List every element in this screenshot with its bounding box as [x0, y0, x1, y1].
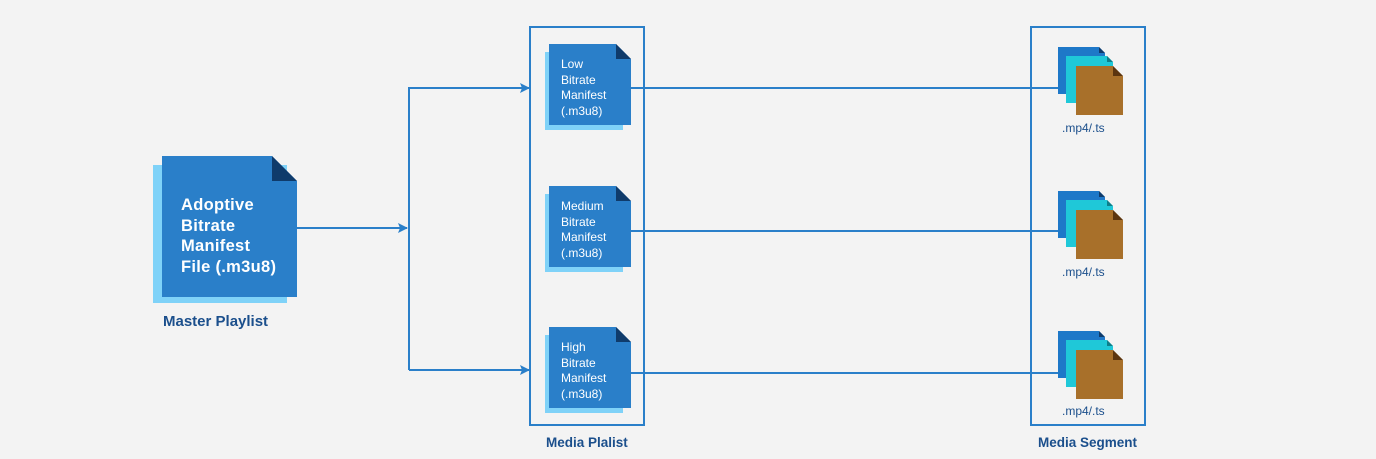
segment-label-2: .mp4/.ts	[1062, 265, 1105, 279]
connector-lines	[297, 83, 1058, 375]
segment-stack-3	[1058, 331, 1123, 399]
media-playlist-caption: Media Plalist	[546, 435, 628, 450]
media-segment-frame	[1030, 26, 1146, 426]
fold-corner-icon	[616, 44, 631, 59]
media-doc-high-label: High Bitrate Manifest (.m3u8)	[561, 340, 607, 401]
media-doc-low-label: Low Bitrate Manifest (.m3u8)	[561, 57, 607, 118]
segment-label-3: .mp4/.ts	[1062, 404, 1105, 418]
media-doc-high	[545, 327, 631, 413]
segment-label-1: .mp4/.ts	[1062, 121, 1105, 135]
fold-corner-icon	[616, 186, 631, 201]
master-file-label: Adoptive Bitrate Manifest File (.m3u8)	[181, 196, 277, 276]
master-playlist-caption: Master Playlist	[163, 313, 269, 330]
fold-corner-icon	[1113, 66, 1123, 76]
media-doc-medium-label: Medium Bitrate Manifest (.m3u8)	[561, 199, 607, 260]
segment-stack-2	[1058, 191, 1123, 259]
fold-corner-icon	[1113, 210, 1123, 220]
media-segment-caption: Media Segment	[1038, 435, 1138, 450]
segment-stack-1	[1058, 47, 1123, 115]
fold-corner-icon	[272, 156, 297, 181]
fold-corner-icon	[616, 327, 631, 342]
media-doc-medium	[545, 186, 631, 272]
fold-corner-icon	[1113, 350, 1123, 360]
branch-arrow-low	[408, 83, 530, 370]
media-doc-low	[545, 44, 631, 130]
media-playlist-frame	[529, 26, 645, 426]
master-playlist-doc	[153, 156, 297, 303]
